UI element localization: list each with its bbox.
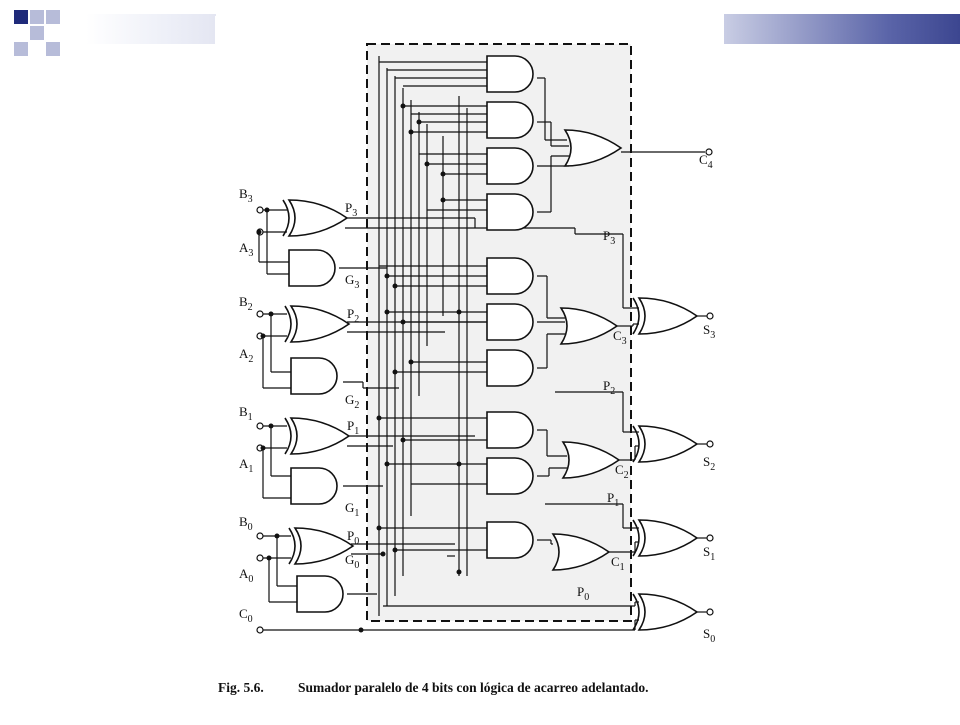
caption-text: Sumador paralelo de 4 bits con lógica de… — [298, 680, 649, 695]
figure-caption: Fig. 5.6. Sumador paralelo de 4 bits con … — [218, 680, 718, 696]
circuit-diagram: B3 A3 B2 A2 B1 A1 B0 A0 C0 P3 P2 P1 P0 G… — [239, 43, 715, 645]
and-gate-c3-c — [486, 349, 534, 387]
label-c4: C4 — [699, 152, 713, 171]
adder-figure: B3 A3 B2 A2 B1 A1 B0 A0 C0 P3 P2 P1 P0 G… — [215, 16, 723, 720]
label-s3: S3 — [703, 322, 715, 341]
and-gate-c4-d — [486, 193, 534, 231]
and-gate-c2-b — [486, 457, 534, 495]
and-gate-g2 — [290, 357, 338, 395]
and-gate-g3 — [288, 249, 336, 287]
label-b0: B0 — [239, 514, 253, 533]
label-b3: B3 — [239, 186, 253, 205]
and-gate-g1 — [290, 467, 338, 505]
logo-square-4 — [30, 26, 44, 40]
and-gate-c4-c — [486, 147, 534, 185]
label-c2: C2 — [615, 462, 629, 481]
junction-dots — [256, 103, 462, 633]
and-gate-c3-a — [486, 257, 534, 295]
and-gate-c3-b — [486, 303, 534, 341]
logo-square-2 — [30, 10, 44, 24]
label-p2: P2 — [347, 306, 359, 325]
and-gate-c4-b — [486, 101, 534, 139]
label-s0: S0 — [703, 626, 715, 645]
label-b2: B2 — [239, 294, 253, 313]
logo-square-6 — [46, 42, 60, 56]
label-p2-right: P2 — [603, 378, 615, 397]
and-gate-c2-a — [486, 411, 534, 449]
label-p1: P1 — [347, 418, 359, 437]
label-b1: B1 — [239, 404, 253, 423]
logo-square-3 — [46, 10, 60, 24]
xor-gate-s1 — [632, 519, 698, 557]
label-p3-right: P3 — [603, 228, 615, 247]
label-g3: G3 — [345, 272, 359, 291]
label-g1: G1 — [345, 500, 359, 519]
and-gate-c4-a — [486, 55, 534, 93]
logo-square-1 — [14, 10, 28, 24]
xor-gate-p2 — [284, 305, 350, 343]
label-c0: C0 — [239, 606, 253, 625]
label-c3: C3 — [613, 328, 627, 347]
label-g2: G2 — [345, 392, 359, 411]
label-s2: S2 — [703, 454, 715, 473]
and-gate-c1-a — [486, 521, 534, 559]
and-gate-g0 — [296, 575, 344, 613]
label-g0: G0 — [345, 552, 359, 571]
label-p0-right: P0 — [577, 584, 589, 603]
label-p1-right: P1 — [607, 490, 619, 509]
xor-gate-s2 — [632, 425, 698, 463]
label-p3: P3 — [345, 200, 357, 219]
label-a3: A3 — [239, 240, 253, 259]
header-bar-left — [86, 14, 216, 44]
caption-number: Fig. 5.6. — [218, 680, 264, 695]
label-a1: A1 — [239, 456, 253, 475]
xor-gate-p0 — [288, 527, 354, 565]
label-p0: P0 — [347, 528, 359, 547]
xor-gate-s3 — [632, 297, 698, 335]
logo-square-5 — [14, 42, 28, 56]
xor-gate-s0 — [632, 593, 698, 631]
header-bar-right — [724, 14, 960, 44]
xor-gate-p1 — [284, 417, 350, 455]
label-c1: C1 — [611, 554, 625, 573]
xor-gate-p3 — [282, 199, 348, 237]
label-a2: A2 — [239, 346, 253, 365]
label-s1: S1 — [703, 544, 715, 563]
label-a0: A0 — [239, 566, 253, 585]
